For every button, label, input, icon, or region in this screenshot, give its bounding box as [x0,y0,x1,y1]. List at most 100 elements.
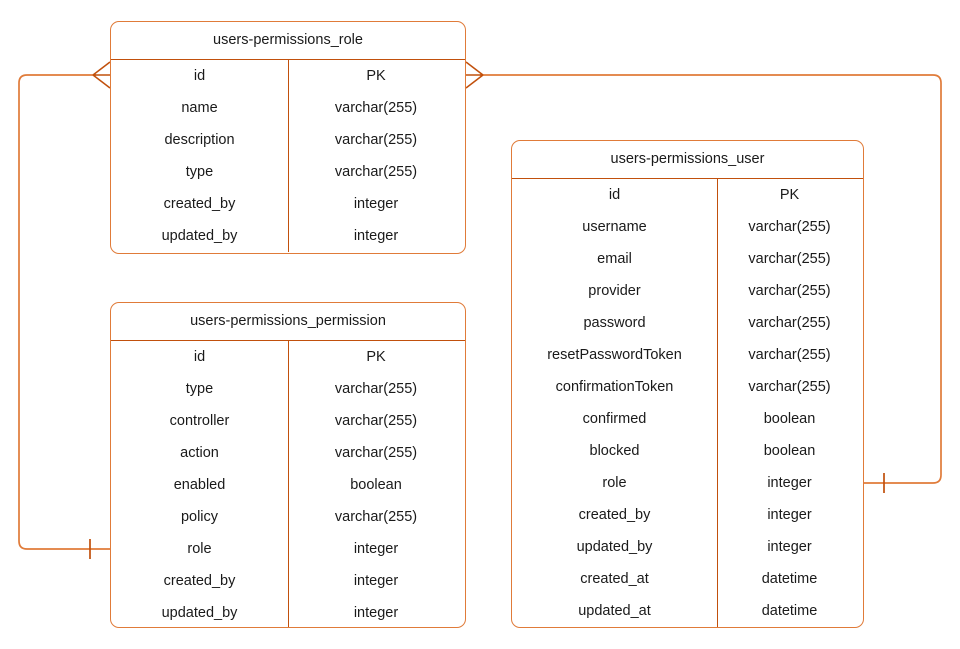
field-type: varchar(255) [748,347,831,363]
field-type: varchar(255) [334,100,418,116]
field-type: integer [767,475,812,491]
field-row[interactable]: created_at datetime [512,563,863,595]
field-row[interactable]: policy varchar(255) [111,501,465,533]
field-name: enabled [173,477,226,493]
field-row[interactable]: name varchar(255) [111,92,465,124]
field-type: PK [779,187,800,203]
field-row[interactable]: type varchar(255) [111,156,465,188]
field-type: boolean [763,443,816,459]
field-name: updated_by [161,228,238,244]
field-row[interactable]: email varchar(255) [512,243,863,275]
field-name: id [608,187,621,203]
field-row[interactable]: updated_by integer [512,531,863,563]
field-row[interactable]: enabled boolean [111,469,465,501]
field-type: integer [353,605,399,621]
field-row[interactable]: provider varchar(255) [512,275,863,307]
field-row[interactable]: username varchar(255) [512,211,863,243]
field-name: password [583,315,646,331]
field-type: varchar(255) [748,379,831,395]
field-type: varchar(255) [748,315,831,331]
field-name: type [185,164,214,180]
field-type: varchar(255) [334,164,418,180]
field-name: blocked [589,443,640,459]
field-type: varchar(255) [748,251,831,267]
entity-body-user: id PK username varchar(255) email varchar(255… [512,179,863,627]
field-name: id [193,68,206,84]
field-type: PK [366,68,386,84]
field-rows-role: id PK name varchar(255) description varchar(2… [111,60,465,252]
field-row[interactable]: description varchar(255) [111,124,465,156]
field-name: provider [588,283,641,299]
field-type: datetime [761,571,818,587]
field-row[interactable]: updated_at datetime [512,595,863,627]
field-row[interactable]: password varchar(255) [512,307,863,339]
field-name: username [582,219,647,235]
field-name: role [602,475,627,491]
field-type: boolean [350,477,402,493]
field-row[interactable]: id PK [111,60,465,92]
field-row[interactable]: confirmationToken varchar(255) [512,371,863,403]
field-type: datetime [761,603,818,619]
field-name: updated_at [578,603,651,619]
field-name: role [187,541,212,557]
field-type: varchar(255) [748,219,831,235]
entity-body-role: id PK name varchar(255) description varchar(2… [111,60,465,252]
field-rows-user: id PK username varchar(255) email varchar(255… [512,179,863,627]
field-type: integer [353,228,399,244]
field-row[interactable]: created_by integer [512,499,863,531]
field-row[interactable]: role integer [111,533,465,565]
field-row[interactable]: role integer [512,467,863,499]
field-row[interactable]: resetPasswordToken varchar(255) [512,339,863,371]
field-name: updated_by [576,539,653,555]
field-name: confirmationToken [555,379,674,395]
column-divider-permission [288,341,289,627]
entity-title-permission: users-permissions_permission [111,303,465,341]
field-name: created_by [163,573,236,589]
field-type: varchar(255) [334,445,418,461]
field-type: PK [366,349,386,365]
field-name: confirmed [582,411,647,427]
field-name: policy [180,509,219,525]
field-row[interactable]: updated_by integer [111,220,465,252]
field-name: name [181,100,218,116]
field-name: id [193,349,206,365]
crowsfoot-many-icon-role-right [465,61,484,89]
field-name: created_at [580,571,649,587]
entity-users-permissions-user[interactable]: users-permissions_user id PK username varch… [511,140,864,628]
entity-title-user: users-permissions_user [512,141,863,179]
field-name: action [180,445,219,461]
entity-users-permissions-permission[interactable]: users-permissions_permission id PK type var… [110,302,466,628]
field-type: varchar(255) [334,509,418,525]
field-name: created_by [578,507,651,523]
field-type: integer [767,507,812,523]
crowsfoot-many-icon-role-left [92,61,111,89]
field-type: varchar(255) [334,132,418,148]
field-row[interactable]: blocked boolean [512,435,863,467]
field-row[interactable]: type varchar(255) [111,373,465,405]
field-row[interactable]: id PK [512,179,863,211]
field-name: controller [169,413,230,429]
field-type: integer [353,541,399,557]
field-name: description [164,132,235,148]
field-type: varchar(255) [334,381,418,397]
field-row[interactable]: action varchar(255) [111,437,465,469]
column-divider-user [717,179,718,627]
field-name: created_by [163,196,236,212]
field-row[interactable]: id PK [111,341,465,373]
field-name: resetPasswordToken [547,347,682,363]
column-divider-role [288,60,289,252]
field-name: email [597,251,632,267]
relationship-line-role-permission [18,74,110,550]
field-name: type [185,381,214,397]
field-type: varchar(255) [748,283,831,299]
field-type: integer [767,539,812,555]
